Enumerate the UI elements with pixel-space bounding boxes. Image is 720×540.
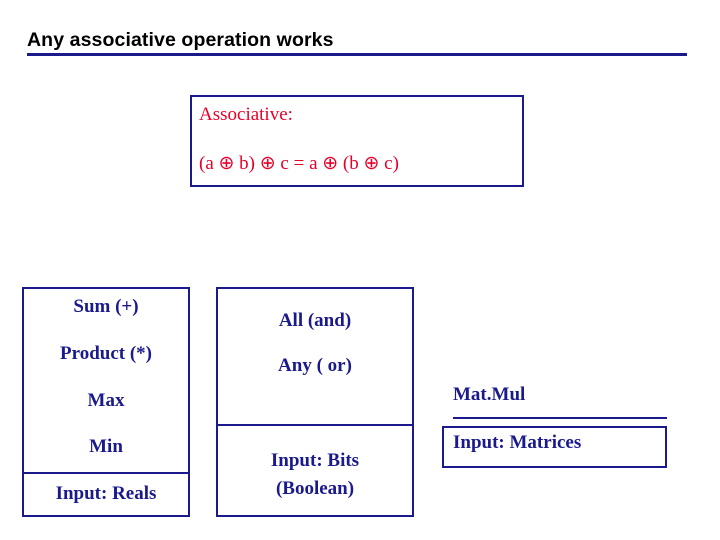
associative-definition-box [190, 95, 524, 187]
title-underline [27, 53, 687, 56]
boolean-input-label-line1: Input: Bits [270, 450, 360, 471]
page-title: Any associative operation works [27, 29, 334, 51]
matrices-input-label: Input: Matrices [453, 432, 582, 453]
reals-item-product: Product (*) [60, 343, 152, 364]
reals-item-min: Min [89, 436, 123, 457]
boolean-column-box [216, 287, 414, 517]
associative-heading: Associative: [199, 104, 293, 125]
boolean-item-any: Any ( or) [278, 355, 352, 376]
reals-item-sum: Sum (+) [73, 296, 139, 317]
reals-input-label: Input: Reals [55, 483, 157, 504]
boolean-column-divider [216, 424, 414, 426]
boolean-input-label-line2: (Boolean) [275, 478, 355, 499]
matrices-item-matmul: Mat.Mul [453, 384, 526, 405]
matrices-column-divider [453, 417, 667, 419]
associative-equation: (a ⊕ b) ⊕ c = a ⊕ (b ⊕ c) [199, 153, 399, 174]
reals-column-box [22, 287, 190, 517]
matrices-column-box [442, 426, 667, 468]
reals-column-divider [22, 472, 190, 474]
reals-item-max: Max [87, 390, 125, 411]
boolean-item-all: All (and) [278, 310, 352, 331]
